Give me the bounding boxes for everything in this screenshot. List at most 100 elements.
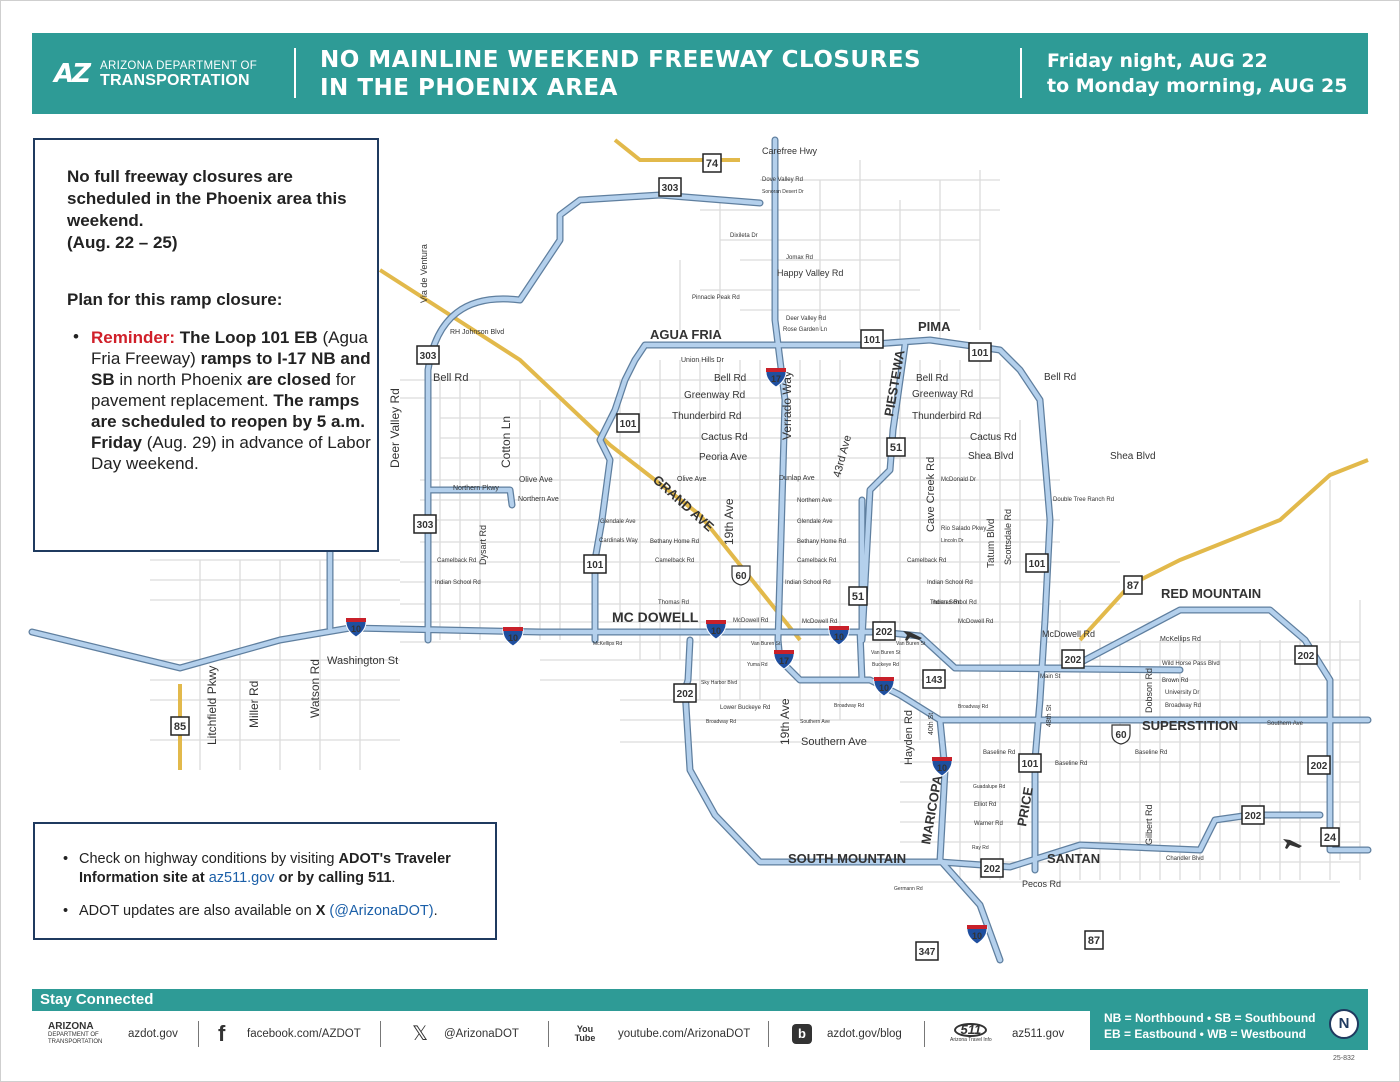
street-label: Bell Rd [714,373,746,384]
blogger-icon: b [792,1011,812,1056]
street-label: Union Hills Dr [681,357,724,364]
freeway-name-label: SUPERSTITION [1142,718,1238,733]
street-label: Cactus Rd [970,432,1017,443]
closure-seg5: are closed [246,370,332,389]
interstate-band [774,650,794,654]
street-label: Wild Horse Pass Blvd [1162,661,1220,667]
street-label: Miller Rd [247,681,261,728]
street-label: Baseline Rd [1135,750,1167,756]
street-label: Guadalupe Rd [973,784,1005,790]
route-shield: 17 [765,368,787,388]
closure-seg8: (Aug. 29) in advance of Labor Day weeken… [91,433,371,473]
logo-mark: AZ [54,59,91,89]
street-label: Thomas Rd [658,600,689,606]
north-arrow-icon: N [1329,1009,1359,1039]
shield-number: 60 [735,571,747,582]
interstate-shield-icon [705,621,727,640]
street-label: Verrado Way [780,371,794,440]
shield-number: 24 [1324,832,1337,844]
footer-facebook-link[interactable]: facebook.com/AZDOT [247,1027,361,1040]
stay-connected-bar: Stay Connected [32,989,1368,1011]
street-label: Pecos Rd [1022,879,1061,889]
az511-link[interactable]: az511.gov [208,870,275,886]
state-route-shield-icon [416,345,440,365]
street-label: Lincoln Dr [941,538,964,544]
shield-number: 101 [620,419,637,430]
street-label: Tatum Blvd [986,519,997,568]
route-shield: 24 [1320,827,1340,847]
x-handle-link[interactable]: (@ArizonaDOT) [325,903,434,919]
street-label: 19th Ave [722,498,736,545]
street-label: 40th St [928,713,935,735]
route-shield: 85 [170,716,190,736]
freeway-name-label: MC DOWELL [612,609,699,625]
state-route-shield-icon [1018,753,1042,773]
b2-pre: ADOT updates are also available on [79,903,316,919]
interstate-shield-icon [765,369,787,388]
street-label: Olive Ave [677,476,707,483]
state-route-shield-icon [886,437,906,457]
state-route-shield-icon [922,669,946,689]
interstate-shield-icon [873,678,895,697]
shield-number: 10 [508,633,518,643]
freeway-name-label: AGUA FRIA [650,327,722,342]
interstate-band [932,757,952,761]
street-label: Southern Ave [1267,721,1304,727]
route-shield: 10 [931,757,953,777]
street-label: Broadway Rd [706,719,736,725]
no-closures-statement: No full freeway closures are scheduled i… [67,166,367,254]
street-label: Lower Buckeye Rd [720,705,770,711]
freeway-name-label: PRICE [1014,785,1036,827]
shield-number: 202 [1298,651,1315,662]
street-label: Shea Blvd [968,451,1014,462]
route-shield: 202 [1294,645,1318,665]
footer-az511-link[interactable]: az511.gov [1012,1027,1065,1040]
shield-number: 202 [1311,761,1328,772]
shield-number: 101 [587,560,604,571]
street-label: Olive Ave [519,475,553,484]
street-label: Scottsdale Rd [1003,509,1013,565]
shield-number: 17 [771,374,781,384]
state-route-shield-icon [673,683,697,703]
shield-number: 17 [779,656,789,666]
street-label: McKellips Rd [1160,636,1201,643]
closure-seg6: for pavement replacement. [91,370,356,410]
route-shield: 74 [702,153,722,173]
street-label: Gilbert Rd [1144,804,1154,845]
shield-number: 60 [1115,730,1127,741]
street-label: Pinnacle Peak Rd [692,295,740,301]
interstate-band [766,368,786,372]
shield-number: 101 [972,348,989,359]
street-label: McDowell Rd [733,618,768,624]
footer-divider [380,1021,381,1047]
logo-line1: ARIZONA DEPARTMENT OF [100,60,258,72]
shield-number: 202 [677,689,694,700]
route-shield: 10 [502,627,524,647]
street-label: Indian School Rd [435,580,481,586]
shield-number: 202 [876,627,893,638]
footer-site-link[interactable]: azdot.gov [128,1027,178,1040]
street-label: Jomax Rd [786,255,813,261]
footer-logo-l3: TRANSPORTATION [48,1039,103,1045]
street-label: Yuma Rd [747,662,768,668]
shield-number: 101 [1029,559,1046,570]
direction-legend: NB = Northbound • SB = Southbound EB = E… [1090,1005,1368,1050]
state-route-shield-icon [1025,553,1049,573]
route-shield: 303 [416,345,440,365]
state-route-shield-icon [860,329,884,349]
street-label: Watson Rd [308,659,322,718]
footer-divider [924,1021,925,1047]
street-label: Camelback Rd [907,558,946,564]
street-label: Carefree Hwy [762,146,818,156]
footer-blog-link[interactable]: azdot.gov/blog [827,1027,902,1040]
az511-icon: 511 Arizona Travel Info [950,1011,992,1056]
footer-x-link[interactable]: @ArizonaDOT [444,1027,519,1040]
interstate-band [346,618,366,622]
x-updates-item: ADOT updates are also available on X (@A… [79,902,479,921]
street-label: Van Buren St [896,641,926,647]
closure-seg1: The Loop 101 EB [175,328,318,347]
route-shield: 303 [413,514,437,534]
footer-youtube-link[interactable]: youtube.com/ArizonaDOT [618,1027,751,1040]
shield-number: 303 [662,183,679,194]
state-route-shield-icon [702,153,722,173]
